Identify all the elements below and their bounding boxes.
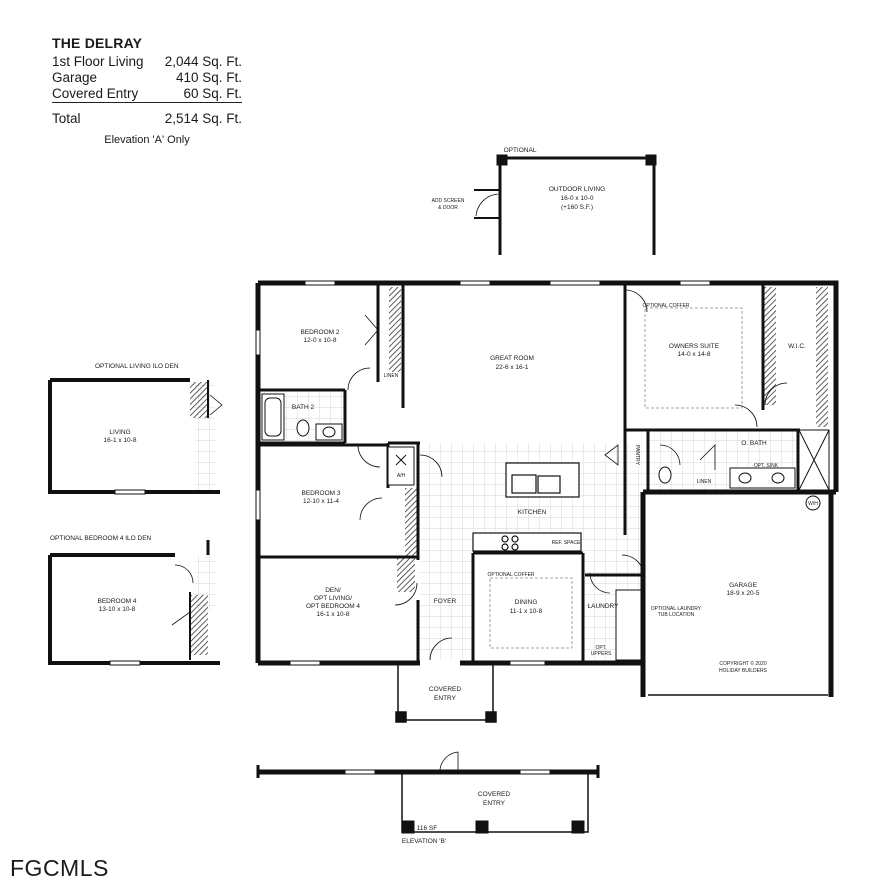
elevation-note: Elevation 'A' Only <box>104 134 190 146</box>
opt-living-heading: OPTIONAL LIVING ILO DEN <box>95 363 179 370</box>
room-label-bath2: BATH 2 <box>291 404 315 411</box>
note-linen: LINEN <box>696 479 712 485</box>
note-air-handler: A/H <box>396 473 406 479</box>
room-label-dining: DINING <box>514 599 538 606</box>
room-label-covered-entry: COVERED <box>428 686 462 693</box>
room-label-foyer: FOYER <box>433 598 457 605</box>
elev-b-covered-entry: ENTRY <box>483 800 505 807</box>
opt-living-size: 16-1 x 10-8 <box>103 437 137 444</box>
bedroom3-closet <box>405 488 417 556</box>
area-label: Garage <box>52 70 98 85</box>
optional-heading: OPTIONAL <box>503 147 537 154</box>
elevation-b <box>256 751 600 834</box>
note-linen: LINEN <box>383 373 399 379</box>
wic-hatch-left <box>764 287 776 405</box>
note-optional-coffer: OPTIONAL COFFER <box>487 572 535 578</box>
note-laundry-tub: TUB LOCATION <box>657 612 695 618</box>
room-label-wic: W.I.C. <box>788 343 806 350</box>
plan-title: THE DELRAY <box>52 35 143 51</box>
door-swings <box>347 289 788 661</box>
outdoor-living-extra: (+160 S.F.) <box>561 204 593 211</box>
area-row: 1st Floor Living 2,044 Sq. Ft. <box>52 54 242 70</box>
room-label-laundry: LAUNDRY <box>587 603 619 610</box>
area-label: 1st Floor Living <box>52 54 144 69</box>
note-copyright: HOLIDAY BUILDERS <box>719 668 767 674</box>
interior-walls <box>258 283 800 663</box>
coffers <box>489 307 743 649</box>
room-label-den: OPT LIVING/ <box>313 595 353 602</box>
note-ref-space: REF. SPACE <box>551 540 581 546</box>
note-opt-uppers: OPT. <box>595 645 607 651</box>
note-opt-uppers: UPPERS <box>590 651 612 657</box>
room-label-garage: GARAGE <box>729 582 757 589</box>
opt-bed4-walls <box>48 489 220 666</box>
elev-b-covered-entry: COVERED <box>477 791 511 798</box>
room-label-bedroom2: BEDROOM 2 <box>300 329 340 336</box>
room-label-great-room: GREAT ROOM <box>490 355 534 362</box>
den-closet <box>397 558 415 592</box>
opt-bed4-closet <box>190 595 208 655</box>
room-size-owners-suite: 14-0 x 14-8 <box>677 351 711 358</box>
covered-entry-a <box>395 663 497 723</box>
elev-b-caption: ELEVATION 'B' <box>401 838 447 845</box>
main-house-walls <box>255 280 839 697</box>
room-size-bedroom3: 12-10 x 11-4 <box>302 498 340 505</box>
room-label-den: DEN/ <box>325 587 341 594</box>
add-screen-note: & DOOR <box>438 205 458 211</box>
note-laundry-tub: OPTIONAL LAUNDRY <box>650 606 702 612</box>
area-label: Covered Entry <box>52 86 139 101</box>
note-water-heater: W/H <box>808 501 818 507</box>
wic-hatch-right <box>816 287 828 427</box>
note-pantry: PANTRY <box>634 445 640 465</box>
note-opt-sink: OPT. SINK <box>753 463 779 469</box>
outdoor-living <box>474 154 657 255</box>
area-value: 2,044 Sq. Ft. <box>164 54 242 69</box>
outdoor-living-size: 16-0 x 10-0 <box>560 195 594 202</box>
room-size-garage: 18-9 x 20-5 <box>726 590 760 597</box>
add-screen-note: ADD SCREEN <box>431 198 465 204</box>
bath-fixtures <box>261 393 830 661</box>
area-row: Covered Entry 60 Sq. Ft. <box>52 86 242 103</box>
opt-living-closet <box>190 382 208 418</box>
opt-bed4-label: BEDROOM 4 <box>97 598 137 605</box>
elev-b-area: 116 SF <box>416 825 438 832</box>
room-label-covered-entry: ENTRY <box>434 695 456 702</box>
opt-living-label: LIVING <box>109 429 131 436</box>
room-label-owners-suite: OWNERS SUITE <box>668 343 720 350</box>
area-row: Garage 410 Sq. Ft. <box>52 70 242 86</box>
note-copyright: COPYRIGHT © 2020 <box>719 661 767 667</box>
room-size-dining: 11-1 x 10-8 <box>509 608 543 615</box>
opt-bed4-size: 13-10 x 10-8 <box>98 606 136 613</box>
area-total-label: Total <box>52 111 81 126</box>
opt-bed4-heading: OPTIONAL BEDROOM 4 ILO DEN <box>50 535 152 542</box>
foyer-tile <box>420 540 472 660</box>
note-optional-coffer: OPTIONAL COFFER <box>642 303 690 309</box>
room-label-obath: O. BATH <box>741 440 767 447</box>
bedroom2-closet <box>389 287 401 372</box>
outdoor-living-label: OUTDOOR LIVING <box>548 186 606 193</box>
room-size-great-room: 22-6 x 16-1 <box>495 364 529 371</box>
opt-living-walls <box>48 378 223 494</box>
area-total-row: Total 2,514 Sq. Ft. <box>52 111 242 127</box>
room-label-den: OPT BEDROOM 4 <box>305 603 361 610</box>
watermark: FGCMLS <box>10 855 109 881</box>
area-table: 1st Floor Living 2,044 Sq. Ft. Garage 41… <box>52 54 242 127</box>
windows <box>255 280 711 666</box>
room-label-bedroom3: BEDROOM 3 <box>301 490 341 497</box>
room-label-kitchen: KITCHEN <box>517 509 547 516</box>
area-total-value: 2,514 Sq. Ft. <box>164 111 242 126</box>
kitchen-fixtures <box>472 462 582 552</box>
room-size-den: 16-1 x 10-8 <box>316 611 350 618</box>
area-value: 410 Sq. Ft. <box>175 70 242 85</box>
area-value: 60 Sq. Ft. <box>183 86 242 101</box>
room-size-bedroom2: 12-0 x 10-8 <box>303 337 337 344</box>
